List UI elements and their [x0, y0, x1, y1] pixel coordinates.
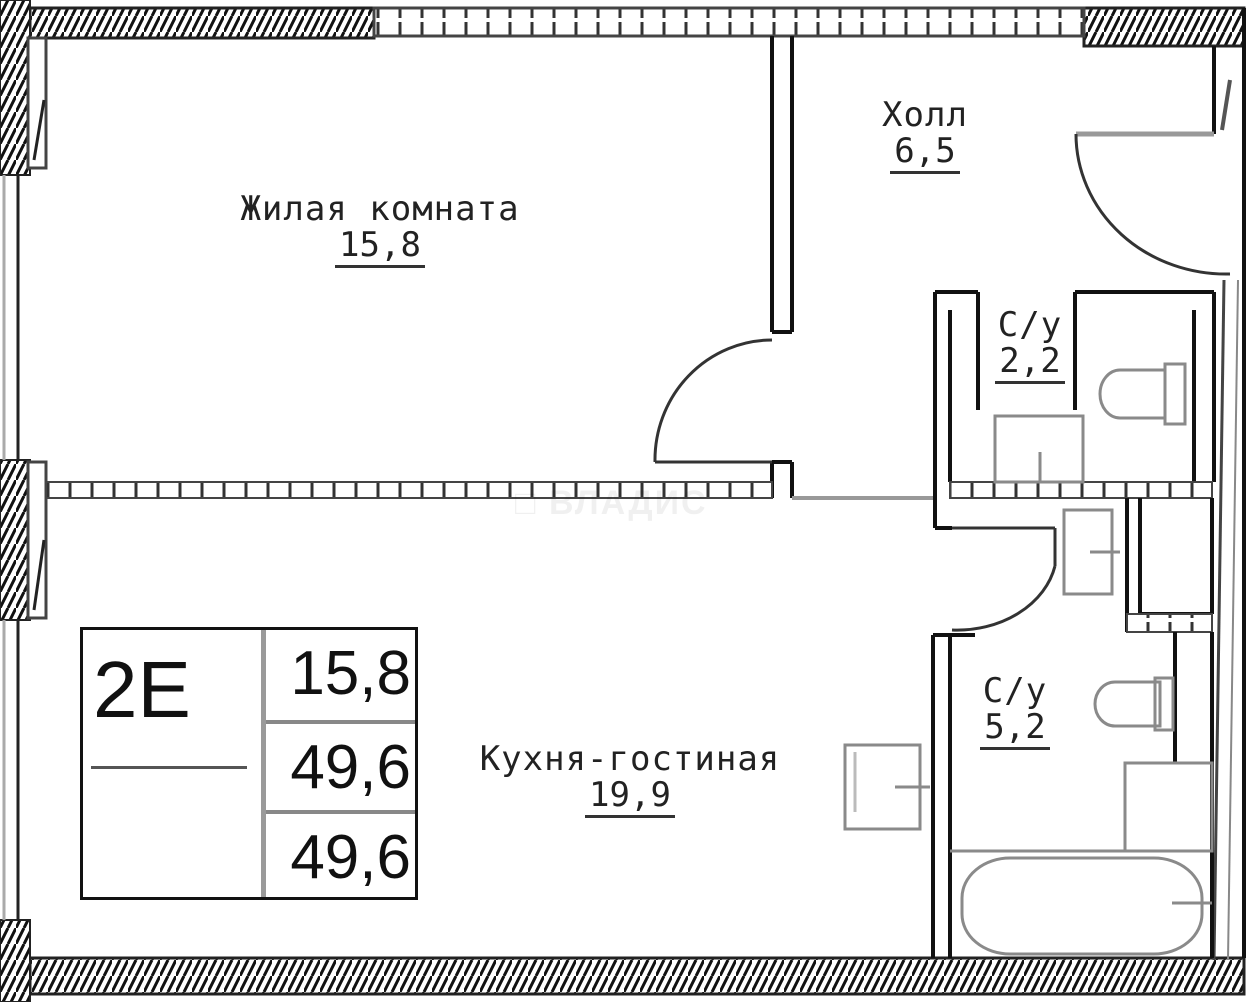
- partition-wall: [45, 481, 935, 500]
- room-area: 19,9: [585, 777, 675, 819]
- washer-cabinet: [1062, 498, 1214, 633]
- entrance-door: [1074, 131, 1231, 276]
- room-label-kitchen-living: Кухня-гостиная 19,9: [430, 739, 830, 819]
- room-name: Кухня-гостиная: [479, 739, 781, 779]
- room-name: С/у: [997, 305, 1063, 345]
- room-name: Холл: [882, 95, 968, 135]
- lock-icon: □: [515, 484, 538, 522]
- right-wall: [1212, 8, 1246, 961]
- interior-wall-living-hall: [770, 36, 794, 498]
- code-underline: [91, 766, 247, 769]
- stamp-divider: [261, 630, 266, 897]
- room-label-living-room: Жилая комната 15,8: [180, 189, 580, 269]
- living-area-value: 15,8: [290, 639, 411, 708]
- room-area: 2,2: [995, 343, 1065, 385]
- total-area-with-balcony-value: 49,6: [266, 810, 415, 898]
- bathroom-small-fixtures: [993, 362, 1187, 484]
- room-label-bathroom-large: С/у 5,2: [975, 671, 1055, 751]
- apartment-stamp: 2E 15,8 49,6 49,6: [80, 627, 418, 900]
- total-area-value: 49,6: [266, 720, 415, 808]
- apartment-code: 2E: [93, 645, 191, 734]
- room-area: 6,5: [890, 133, 960, 175]
- bathroom-large-fixtures: [950, 676, 1214, 956]
- living-room-door: [653, 338, 773, 464]
- room-area: 15,8: [335, 227, 425, 269]
- room-area: 5,2: [980, 709, 1050, 751]
- room-label-hall: Холл 6,5: [850, 95, 1000, 175]
- room-name: С/у: [982, 671, 1048, 711]
- bathroom-small-walls: [933, 290, 1216, 530]
- kitchen-sink: [843, 743, 930, 831]
- bathroom-small-door: [951, 526, 1057, 632]
- room-label-bathroom-small: С/у 2,2: [990, 305, 1070, 385]
- windows: [2, 6, 1086, 920]
- room-name: Жилая комната: [240, 189, 520, 229]
- watermark: □ ВЛАДИС: [515, 484, 708, 522]
